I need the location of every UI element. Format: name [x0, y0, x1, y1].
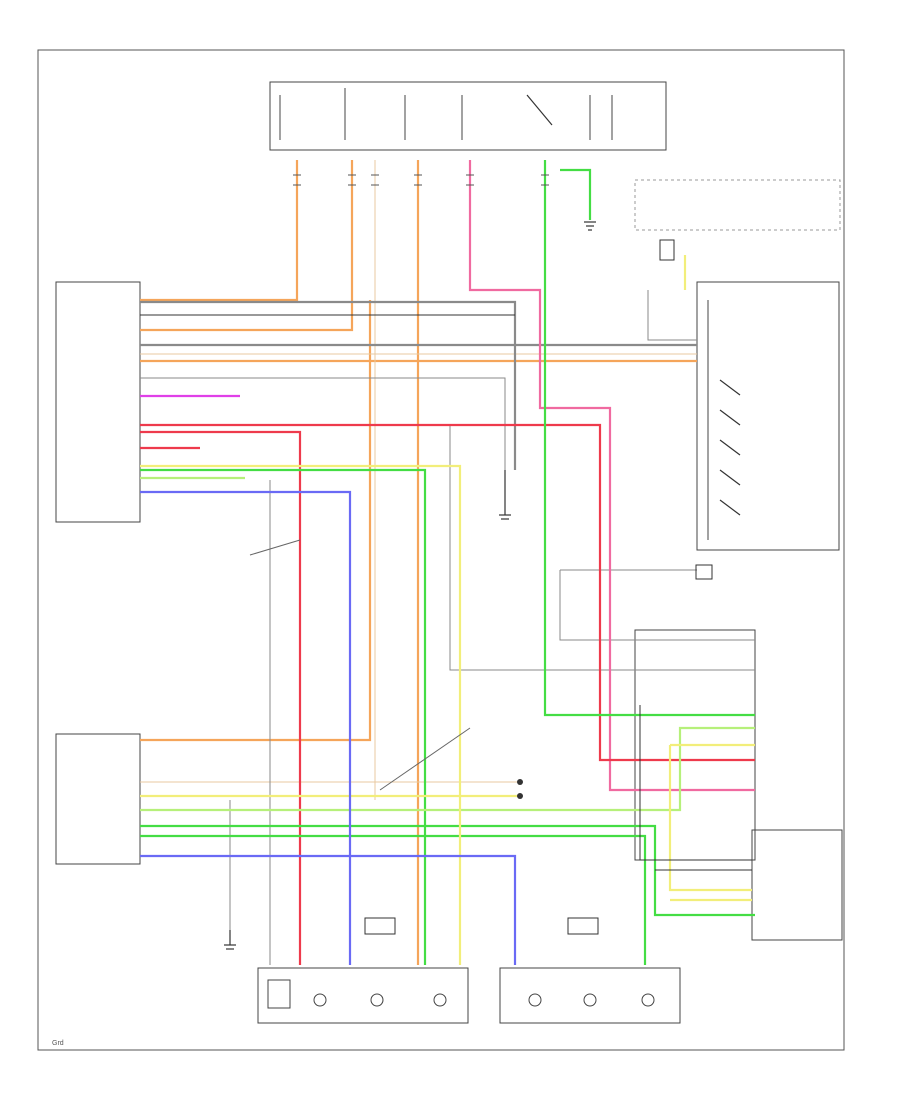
- gray-wire-1: [140, 300, 517, 470]
- orange-wire-2: [140, 160, 354, 332]
- black-wire-2: [639, 705, 752, 861]
- orange-wire-4: [140, 300, 372, 742]
- yellow-wire-1: [140, 464, 462, 965]
- green-wire-1: [543, 160, 755, 717]
- yellow-wire-4: [668, 745, 752, 892]
- passenger-seat-module: [55, 733, 141, 865]
- leader-line-1: [249, 539, 301, 556]
- red-wire-2: [140, 430, 302, 965]
- ground-symbol-mid: [499, 470, 511, 520]
- pink-wire-1: [468, 160, 755, 792]
- ground-symbol-top: [584, 221, 596, 231]
- passenger-motor-box: [499, 967, 681, 1024]
- frame-tag: Grd: [52, 1040, 64, 1047]
- connector-mid-right: [695, 564, 713, 580]
- gray-wire-7: [559, 570, 755, 641]
- dashed-box-top-right: [634, 179, 841, 231]
- leader-line-2: [379, 727, 471, 791]
- right-upper-module: [696, 281, 840, 551]
- gray-wire-4: [449, 425, 755, 671]
- driver-seat-module: [55, 281, 141, 523]
- green-wire-2: [560, 168, 592, 220]
- blue-wire-2: [140, 854, 517, 965]
- ground-symbol-bottom: [224, 930, 236, 950]
- blue-wire-1: [140, 490, 352, 965]
- driver-relay: [364, 917, 396, 935]
- connector-top-right: [659, 239, 675, 261]
- lime-wire-1: [140, 726, 755, 812]
- green-wire-5: [140, 834, 647, 965]
- terminal-dot-2: [517, 793, 523, 799]
- orange-wire-1: [140, 160, 299, 302]
- connector-marks: [293, 174, 549, 186]
- driver-motor-box: [257, 967, 469, 1024]
- top-switch-box: [269, 81, 667, 151]
- red-wire-1: [140, 423, 755, 762]
- lower-right-module: [751, 829, 843, 941]
- terminal-dot-1: [517, 779, 523, 785]
- diagram-frame: [37, 49, 845, 1051]
- gray-wire-3: [140, 377, 506, 470]
- gray-wire-9: [647, 290, 697, 341]
- green-wire-3: [140, 468, 427, 965]
- passenger-relay: [567, 917, 599, 935]
